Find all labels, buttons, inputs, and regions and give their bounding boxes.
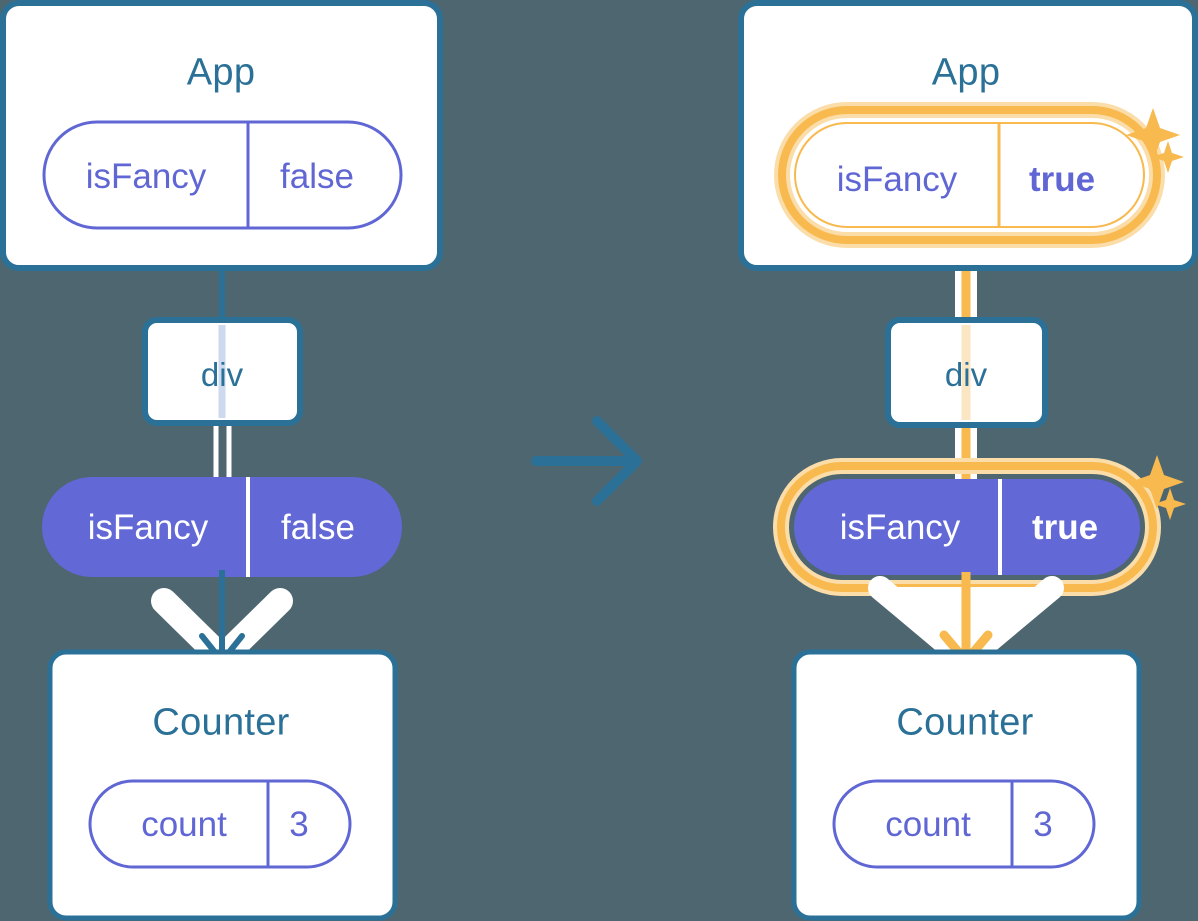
sparkle-icon-pill-small (1154, 488, 1186, 520)
transition-right-arrow (531, 416, 642, 506)
counter-state-pill-right (832, 779, 1096, 869)
counter-state-pill-left (88, 779, 352, 869)
app-prop-pill-left (42, 120, 403, 230)
prop-pill-left (42, 477, 402, 577)
prop-pill-right (794, 479, 1140, 575)
app-prop-pill-ring-right (778, 106, 1161, 244)
sparkle-icon-app-small (1152, 141, 1184, 173)
app-prop-pill-right (794, 122, 1145, 228)
sparkle-icon-pill-large (1130, 455, 1184, 509)
sparkle-icon-app-large (1126, 108, 1180, 162)
